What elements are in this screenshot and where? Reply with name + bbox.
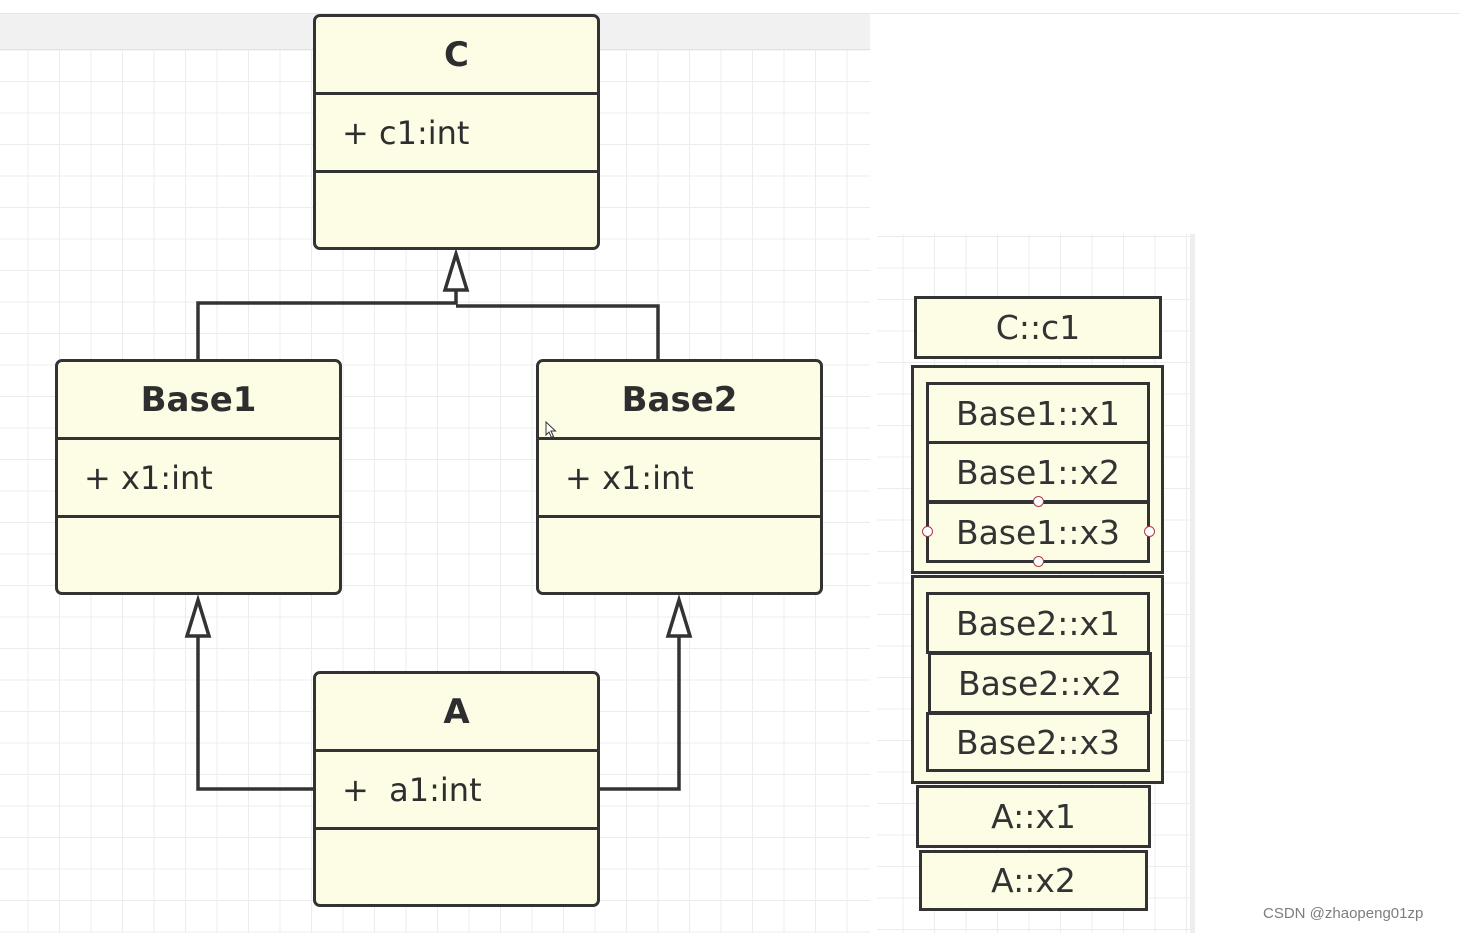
generalization-arrow-c bbox=[442, 248, 470, 292]
class-base1-attribute: + x1:int bbox=[58, 440, 339, 518]
layout-group-base2[interactable]: Base2::x1 Base2::x2 Base2::x3 bbox=[911, 575, 1164, 784]
class-c-name: C bbox=[316, 17, 597, 95]
layout-a-x1[interactable]: A::x1 bbox=[916, 785, 1151, 848]
class-base2-attribute: + x1:int bbox=[539, 440, 820, 518]
canvas-edge bbox=[1190, 234, 1195, 933]
class-base1-operations bbox=[58, 518, 339, 590]
layout-base1-x1[interactable]: Base1::x1 bbox=[926, 382, 1150, 444]
edge-base2-to-c bbox=[456, 304, 660, 359]
selection-handle-left[interactable] bbox=[922, 526, 933, 537]
selection-handle-right[interactable] bbox=[1144, 526, 1155, 537]
class-base2-name: Base2 bbox=[539, 362, 820, 440]
class-a-operations bbox=[316, 830, 597, 902]
top-divider bbox=[0, 13, 1460, 14]
layout-base2-x3[interactable]: Base2::x3 bbox=[926, 712, 1150, 772]
edge-a-to-base2 bbox=[598, 636, 681, 791]
class-c-attribute: + c1:int bbox=[316, 95, 597, 173]
layout-group-base1[interactable]: Base1::x1 Base1::x2 Base1::x3 bbox=[911, 365, 1164, 574]
layout-base1-x3[interactable]: Base1::x3 bbox=[926, 501, 1150, 563]
class-base1[interactable]: Base1 + x1:int bbox=[55, 359, 342, 595]
class-base2-operations bbox=[539, 518, 820, 590]
selection-handle-bottom[interactable] bbox=[1033, 556, 1044, 567]
layout-a-x2[interactable]: A::x2 bbox=[919, 850, 1148, 911]
mouse-cursor-icon bbox=[545, 421, 557, 439]
layout-base1-x2[interactable]: Base1::x2 bbox=[926, 441, 1150, 503]
watermark: CSDN @zhaopeng01zp bbox=[1263, 905, 1424, 922]
layout-base2-x1[interactable]: Base2::x1 bbox=[926, 592, 1150, 654]
layout-c-c1[interactable]: C::c1 bbox=[914, 296, 1162, 359]
generalization-arrow-base1 bbox=[184, 594, 212, 638]
class-a-name: A bbox=[316, 674, 597, 752]
class-a[interactable]: A + a1:int bbox=[313, 671, 600, 907]
selection-handle-top[interactable] bbox=[1033, 496, 1044, 507]
generalization-arrow-base2 bbox=[665, 594, 693, 638]
class-base2[interactable]: Base2 + x1:int bbox=[536, 359, 823, 595]
edge-base1-to-c bbox=[196, 290, 458, 359]
class-c-operations bbox=[316, 173, 597, 245]
class-c[interactable]: C + c1:int bbox=[313, 14, 600, 250]
layout-base2-x2[interactable]: Base2::x2 bbox=[928, 652, 1152, 714]
class-a-attribute: + a1:int bbox=[316, 752, 597, 830]
class-base1-name: Base1 bbox=[58, 362, 339, 440]
edge-a-to-base1 bbox=[196, 636, 315, 791]
